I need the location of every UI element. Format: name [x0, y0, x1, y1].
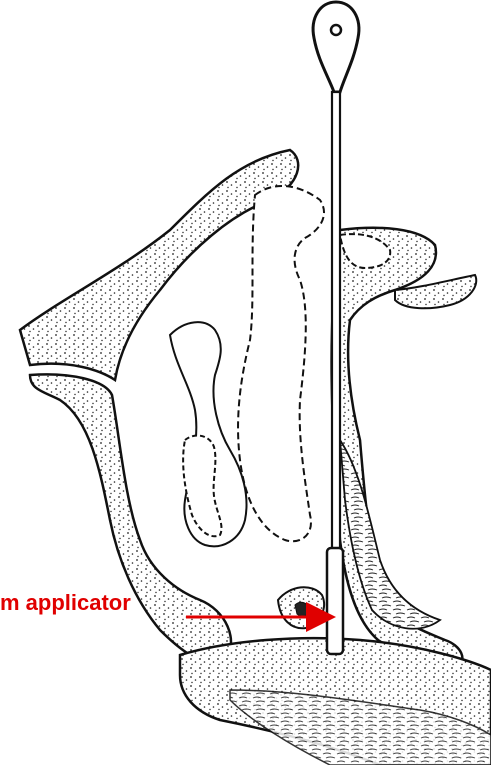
- pituitary-region: [278, 587, 324, 628]
- applicator-label: m applicator: [0, 590, 131, 616]
